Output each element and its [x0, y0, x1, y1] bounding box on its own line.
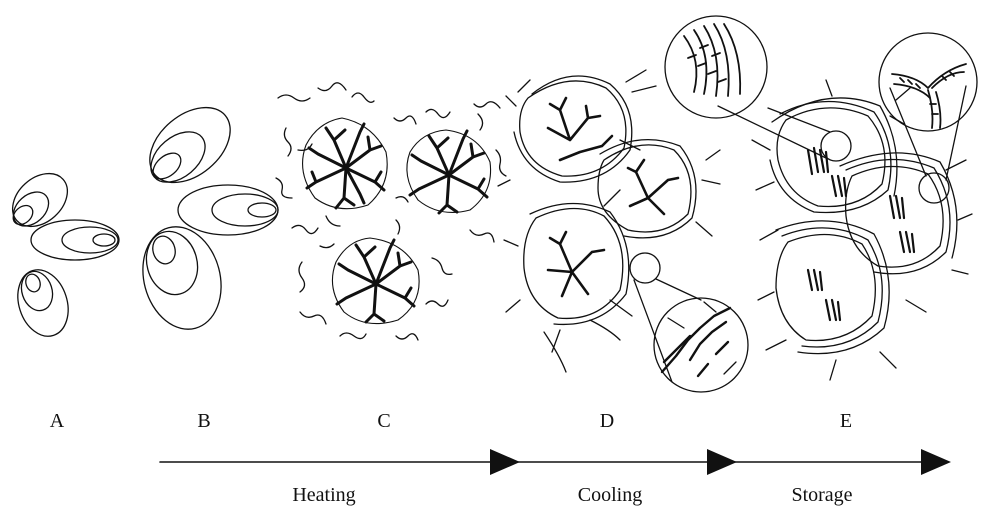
- granule-b3: [132, 218, 232, 338]
- stage-e-network: [665, 16, 977, 380]
- stage-label-d: D: [600, 410, 614, 433]
- timeline: [160, 449, 951, 475]
- granule-b2: [178, 185, 278, 235]
- stage-b-granules: [132, 92, 278, 338]
- gelatinized-granule-c2: [407, 130, 491, 213]
- stage-label-e: E: [840, 410, 852, 433]
- arrowhead-heating: [490, 449, 520, 475]
- stage-c-gelatinized: [276, 83, 506, 340]
- arrowhead-cooling: [707, 449, 737, 475]
- network-cells-e: [752, 80, 972, 380]
- stage-label-a: A: [50, 410, 64, 433]
- leached-chains-c: [276, 83, 506, 340]
- phase-label-cooling: Cooling: [578, 484, 642, 507]
- stage-label-c: C: [377, 410, 390, 433]
- granule-a1: [2, 163, 78, 237]
- stage-label-b: B: [197, 410, 210, 433]
- burst-core-c1: [307, 124, 384, 208]
- phase-label-storage: Storage: [791, 484, 852, 507]
- phase-label-heating: Heating: [292, 484, 355, 507]
- network-cells-d: [498, 70, 720, 372]
- stage-a-granules: [2, 163, 119, 343]
- granule-a3: [10, 263, 77, 343]
- granule-a2: [31, 220, 119, 260]
- granule-b1: [135, 92, 244, 197]
- zoom-callout-e-upper: [665, 16, 851, 161]
- gelatinized-granule-c3: [332, 238, 419, 324]
- zoom-callout-d: [630, 253, 748, 392]
- arrowhead-storage: [921, 449, 951, 475]
- gelatinized-granule-c1: [303, 118, 388, 209]
